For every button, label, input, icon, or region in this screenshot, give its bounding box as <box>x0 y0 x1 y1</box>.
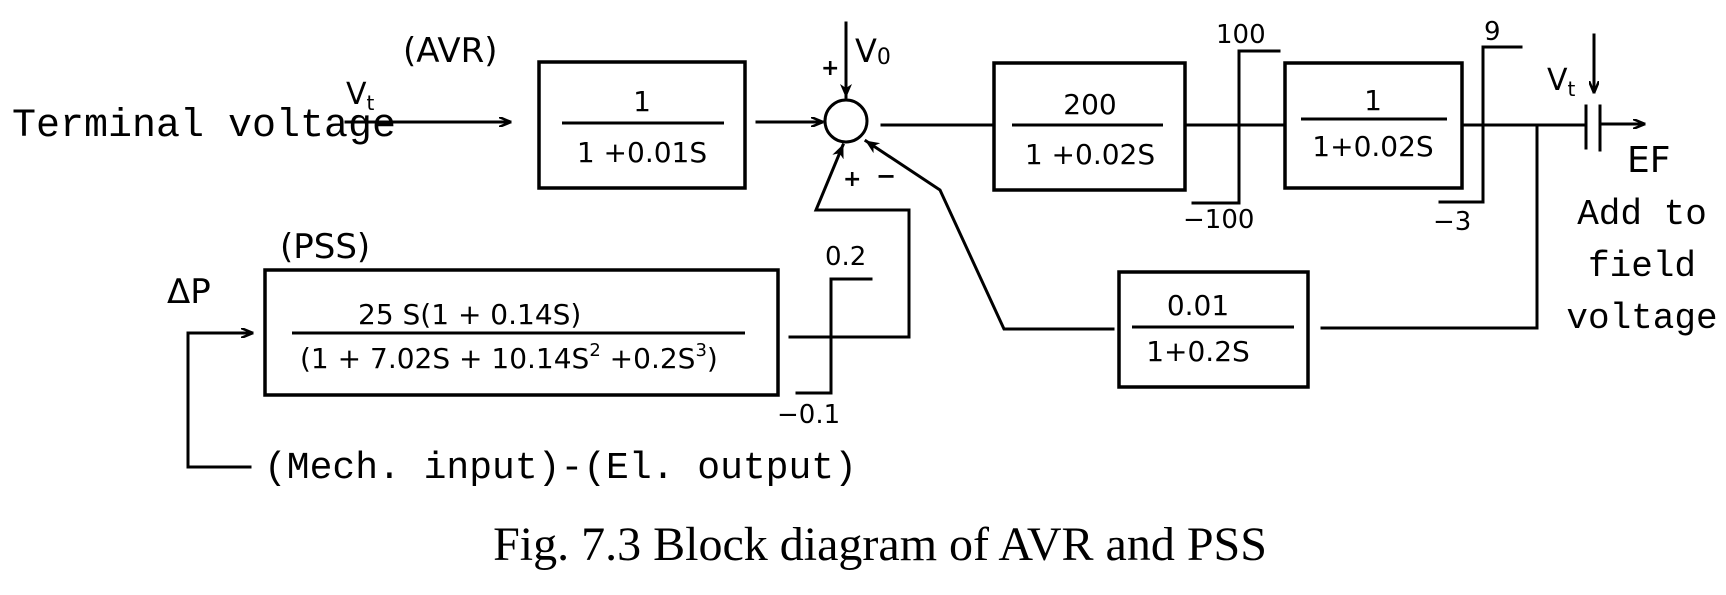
pss-limiter-upper-label: 0.2 <box>825 242 866 272</box>
output-note-line-3: voltage <box>1566 298 1717 339</box>
avr-filter-block: 1 1 +0.01S <box>537 60 747 190</box>
limiter-2: 9 −3 <box>1433 17 1523 237</box>
limiter-2-upper-label: 9 <box>1484 17 1501 47</box>
limiter-2-symbol <box>1438 45 1523 204</box>
amplifier-numerator: 200 <box>1063 88 1116 121</box>
feedback-stabilizer-block: 0.01 1+0.2S <box>1117 270 1310 389</box>
vt-input-symbol: Vt <box>346 77 375 115</box>
avr-filter-box <box>537 60 747 190</box>
figure-caption: Fig. 7.3 Block diagram of AVR and PSS <box>493 518 1267 571</box>
feedback-pickoff-wire <box>1320 123 1539 330</box>
pss-denominator: (1 + 7.02S + 10.14S2 +0.2S3) <box>300 340 718 375</box>
ef-label: EF <box>1627 140 1670 181</box>
pss-limiter: 0.2 −0.1 <box>777 242 873 430</box>
pss-numerator: 25 S(1 + 0.14S) <box>358 298 581 331</box>
avr-section-label: (AVR) <box>403 31 498 71</box>
sign-minus-feedback: − <box>876 162 896 190</box>
output-note-line-1: Add to <box>1577 194 1707 235</box>
feedback-stabilizer-denominator: 1+0.2S <box>1146 335 1250 368</box>
summing-junction: V0 + + − <box>821 21 896 192</box>
summing-junction-circle <box>823 98 869 144</box>
delta-p-description: (Mech. input)-(El. output) <box>264 447 857 490</box>
sign-plus-pss: + <box>843 167 861 192</box>
vt-output-symbol: Vt <box>1547 63 1576 101</box>
feedback-to-summing-wire <box>863 138 1115 331</box>
avr-filter-numerator: 1 <box>633 85 651 118</box>
delta-p-input-wire <box>186 333 254 469</box>
exciter-box <box>1283 61 1464 190</box>
pss-to-summing-wire <box>788 143 911 339</box>
output-note-line-2: field <box>1588 246 1696 287</box>
pss-limiter-lower-label: −0.1 <box>777 400 840 430</box>
pss-block: 25 S(1 + 0.14S) (1 + 7.02S + 10.14S2 +0.… <box>263 268 780 397</box>
exciter-block: 1 1+0.02S <box>1283 61 1464 190</box>
limiter-1-lower-label: −100 <box>1183 205 1254 235</box>
terminal-voltage-input: Terminal voltage Vt <box>12 77 512 149</box>
feedback-stabilizer-numerator: 0.01 <box>1167 289 1229 322</box>
limiter-1-upper-label: 100 <box>1216 20 1266 50</box>
limiter-1: 100 −100 <box>1183 20 1281 235</box>
avr-filter-denominator: 1 +0.01S <box>577 136 707 169</box>
amplifier-denominator: 1 +0.02S <box>1025 138 1155 171</box>
amplifier-block: 200 1 +0.02S <box>992 61 1187 192</box>
v0-reference-symbol: V0 <box>855 32 891 70</box>
exciter-numerator: 1 <box>1364 84 1382 117</box>
output-section: Vt EF Add to field voltage <box>1547 33 1718 339</box>
feedback-stabilizer-box <box>1117 270 1310 389</box>
delta-p-label: ΔP <box>167 272 211 312</box>
terminal-voltage-label: Terminal voltage <box>12 104 396 149</box>
exciter-denominator: 1+0.02S <box>1312 130 1433 163</box>
pss-section-label: (PSS) <box>280 227 370 267</box>
limiter-1-symbol <box>1191 49 1281 205</box>
sign-plus-reference: + <box>821 56 839 81</box>
limiter-2-lower-label: −3 <box>1433 207 1471 237</box>
